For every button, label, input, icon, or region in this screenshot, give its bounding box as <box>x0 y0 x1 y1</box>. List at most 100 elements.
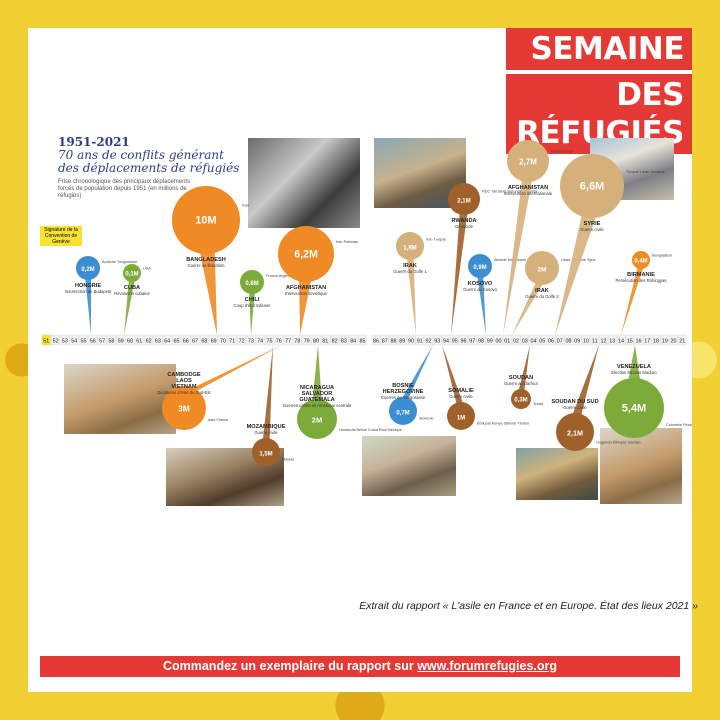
event-connector <box>312 345 322 407</box>
year-cell <box>590 334 600 346</box>
event-country: HERZEGOVINE <box>383 389 424 395</box>
year-cell <box>199 334 209 346</box>
event-destination: Tchad <box>533 402 543 406</box>
event-value: 0,8M <box>245 281 258 287</box>
year-cell <box>485 334 495 346</box>
event-context: Intervention soviétique <box>285 291 328 296</box>
event-country: BANGLADESH <box>186 257 225 263</box>
year-cell <box>311 334 321 346</box>
event-country: BOSNIE <box>392 383 414 389</box>
year-cell <box>450 334 460 346</box>
event-context: Guerre au Darfour <box>504 381 539 386</box>
website-link[interactable]: www.forumrefugies.org <box>417 659 558 673</box>
year-cell <box>246 334 256 346</box>
event-bubble <box>172 186 240 254</box>
year-cell <box>181 334 191 346</box>
event-bubble <box>396 232 424 260</box>
year-cell <box>97 334 107 346</box>
event-connector <box>570 345 599 421</box>
year-cell <box>608 334 617 346</box>
event-country: SALVADOR <box>302 391 333 397</box>
year-label: 04 <box>531 338 537 344</box>
event-context: Guerres de Yougoslavie <box>381 395 426 400</box>
event-bubble <box>123 264 141 282</box>
event-bubble <box>240 270 264 294</box>
event-country: SYRIE <box>584 221 601 227</box>
year-cell <box>302 334 312 346</box>
event-destination: Iran Pakistan <box>336 240 358 244</box>
year-cell <box>172 334 181 346</box>
event-country: LAOS <box>176 378 192 384</box>
event-bubble <box>604 378 664 438</box>
event-connector <box>518 345 530 393</box>
event-context: Persécution des Rohingyas <box>616 278 667 283</box>
event-value: 0,1M <box>125 271 138 277</box>
year-label: 77 <box>285 338 291 344</box>
event-destination: Colombie Pérou Chili <box>666 423 692 427</box>
year-label: 12 <box>601 338 607 344</box>
year-label: 51 <box>43 338 49 344</box>
timeline-title: 1951-2021 70 ans de conflits générant de… <box>58 136 248 175</box>
event-destination: Bangladesh <box>652 253 672 257</box>
year-label: 10 <box>583 338 589 344</box>
event-bubble <box>632 251 650 269</box>
event-bubble <box>447 402 475 430</box>
year-label: 80 <box>313 338 319 344</box>
event-value: 1,5M <box>259 452 272 458</box>
year-label: 13 <box>609 338 615 344</box>
event-country: BIRMANIE <box>627 272 655 278</box>
year-cell <box>616 334 626 346</box>
year-cell <box>88 334 98 346</box>
year-label: 08 <box>566 338 572 344</box>
year-cell <box>283 334 293 346</box>
year-label: 57 <box>99 338 105 344</box>
year-cell <box>555 334 565 346</box>
event-country: RWANDA <box>451 218 476 224</box>
event-value: 1M <box>457 416 465 422</box>
photo-refugees-1950s <box>248 138 360 228</box>
event-connector <box>621 265 644 335</box>
year-label: 92 <box>426 338 432 344</box>
year-cell <box>265 334 274 346</box>
year-label: 99 <box>487 338 493 344</box>
title-line-1: SEMAINE <box>506 28 692 70</box>
event-context: Guerre civile <box>563 405 587 410</box>
year-cell <box>274 334 284 346</box>
year-cell <box>511 334 521 346</box>
year-label: 98 <box>478 338 484 344</box>
timeline-title-text: 70 ans de conflits générant des déplacem… <box>58 148 240 175</box>
year-label: 90 <box>408 338 414 344</box>
event-destination: Pakistan Iran <box>551 150 573 154</box>
event-value: 0,4M <box>634 258 647 264</box>
event-destination: France Argentine Canada <box>266 274 310 278</box>
source-note: Extrait du rapport « L'asile en France e… <box>359 600 698 612</box>
event-destination: Turquie Liban Jordanie <box>626 170 665 174</box>
event-value: 2M <box>538 267 547 274</box>
year-cell <box>162 334 172 346</box>
year-label: 70 <box>220 338 226 344</box>
year-cell <box>520 334 530 346</box>
year-label: 63 <box>155 338 161 344</box>
year-label: 01 <box>504 338 510 344</box>
year-cell <box>424 334 433 346</box>
event-context: Guerre civile <box>449 394 473 399</box>
event-country: VIETNAM <box>171 384 197 390</box>
event-country: HONGRIE <box>75 283 101 289</box>
poster-card: SEMAINE DES RÉFUGIÉS 1951-2021 70 ans de… <box>28 28 698 692</box>
year-cell <box>371 334 381 346</box>
event-bubble <box>507 140 549 182</box>
year-cell <box>60 334 70 346</box>
event-country: CUBA <box>124 285 140 291</box>
year-cell <box>380 334 390 346</box>
year-cell <box>330 334 340 346</box>
year-cell <box>669 334 678 346</box>
event-context: Guerre civile <box>254 430 278 435</box>
event-context: Intervention internationale <box>504 191 553 196</box>
year-label: 14 <box>618 338 624 344</box>
year-cell <box>660 334 670 346</box>
